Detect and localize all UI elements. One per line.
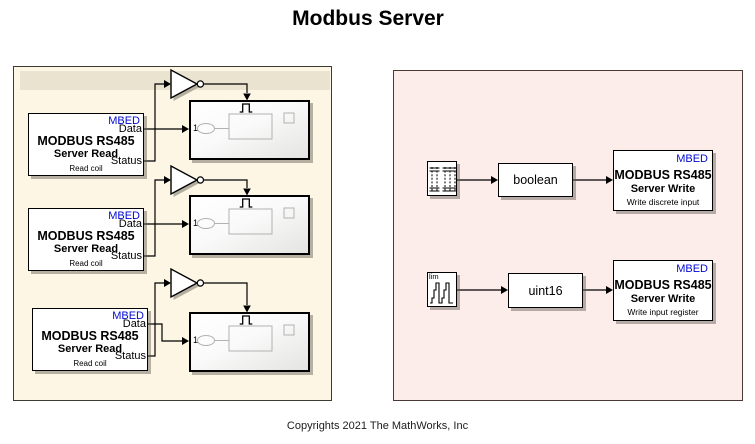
enable-pulse-icon [239,198,253,208]
modbus-read-block[interactable]: MBED Data MODBUS RS485 Server Read Statu… [28,208,144,271]
block-subtitle: Server Read [57,343,123,355]
block-title: MODBUS RS485 [41,329,139,343]
data-port-label: Data [122,318,146,330]
block-caption: Write input register [627,307,699,317]
impulse-source-block[interactable] [427,161,457,196]
inport-number: 1 [193,335,199,345]
impulse-source-icon [429,167,456,192]
data-port-label: Data [118,218,142,230]
block-title: MODBUS RS485 [614,168,712,182]
diagram-title: Modbus Server [292,7,444,30]
conversion-label: uint16 [528,283,563,298]
copyright-note: Copyrights 2021 The MathWorks, Inc [286,420,469,432]
block-subtitle: Server Read [53,243,119,255]
subsystem-preview [197,112,295,140]
mbed-tag: MBED [108,210,140,222]
enabled-subsystem[interactable]: 1 [189,312,310,372]
data-port-label: Data [118,123,142,135]
write-area-panel [393,70,743,401]
block-title: MODBUS RS485 [37,229,135,243]
boolean-conversion-block[interactable]: boolean [498,163,573,197]
conversion-label: boolean [513,173,558,187]
block-title: MODBUS RS485 [37,134,135,148]
mbed-tag: MBED [676,263,708,275]
modbus-write-register-block[interactable]: MBED MODBUS RS485 Server Write Write inp… [613,260,713,321]
subsystem-preview [197,324,295,352]
block-subtitle: Server Write [630,293,696,305]
lim-label: lim [429,272,439,281]
enabled-subsystem[interactable]: 1 [189,100,310,160]
status-port-label: Status [110,155,142,167]
block-caption: Read coil [69,164,103,173]
mbed-tag: MBED [112,310,144,322]
modbus-read-block[interactable]: MBED Data MODBUS RS485 Server Read Statu… [32,308,148,371]
block-title: MODBUS RS485 [614,278,712,292]
subsystem-preview [197,207,295,235]
uint16-conversion-block[interactable]: uint16 [508,273,583,308]
stair-source-block[interactable]: lim [427,272,457,307]
block-subtitle: Server Write [630,183,696,195]
block-caption: Read coil [73,359,107,368]
block-caption: Read coil [69,259,103,268]
enable-pulse-icon [239,315,253,325]
status-port-label: Status [110,250,142,262]
modbus-read-block[interactable]: MBED Data MODBUS RS485 Server Read Statu… [28,113,144,176]
mbed-tag: MBED [108,115,140,127]
enable-pulse-icon [239,103,253,113]
enabled-subsystem[interactable]: 1 [189,195,310,255]
stair-source-icon [430,282,453,304]
modbus-write-discrete-block[interactable]: MBED MODBUS RS485 Server Write Write dis… [613,150,713,211]
inport-number: 1 [193,123,199,133]
block-caption: Write discrete input [626,197,700,207]
read-area-header-band [20,71,330,90]
block-subtitle: Server Read [53,148,119,160]
inport-number: 1 [193,218,199,228]
mbed-tag: MBED [676,153,708,165]
status-port-label: Status [114,350,146,362]
